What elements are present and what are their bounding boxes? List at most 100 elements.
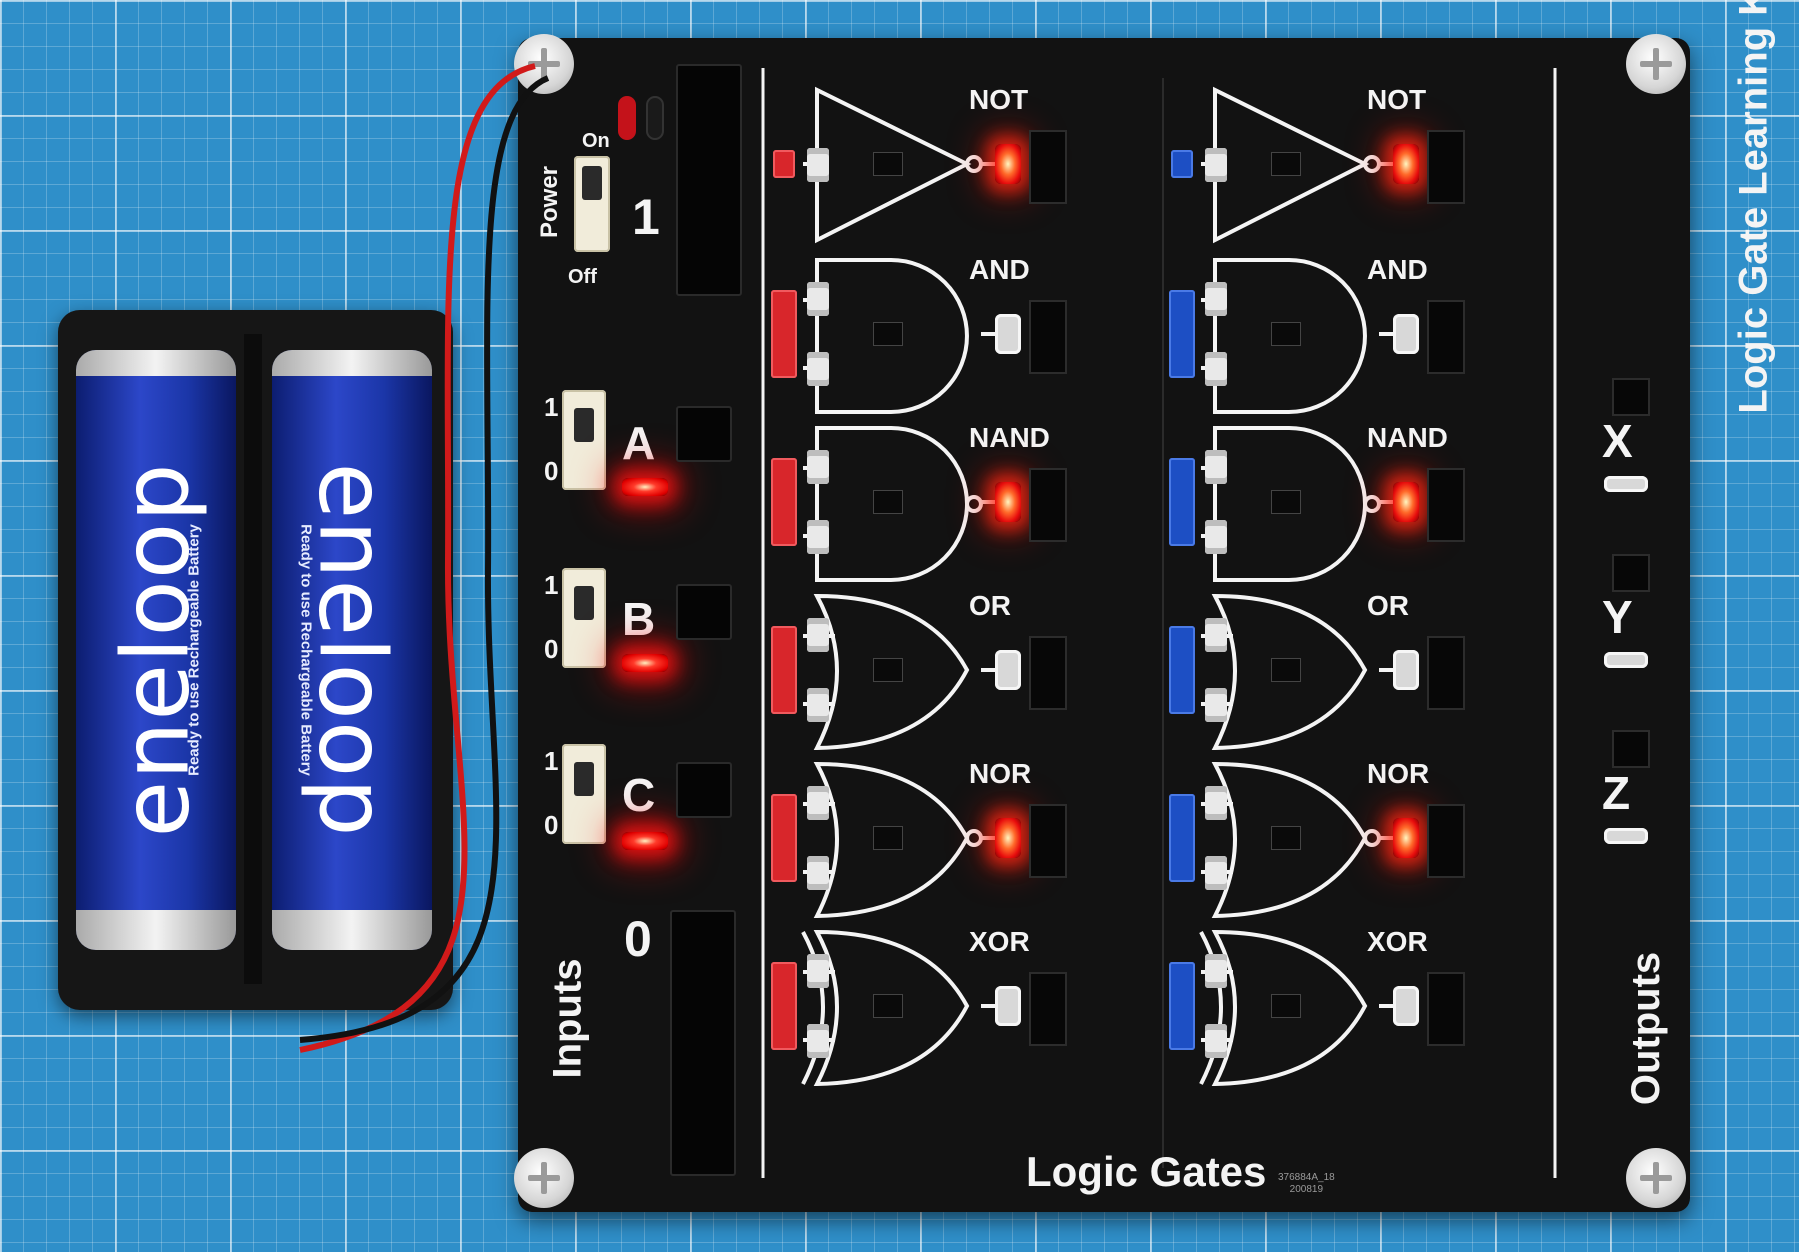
- input-resistor: [807, 520, 829, 554]
- input-jumper[interactable]: [1169, 626, 1195, 714]
- input-jumper[interactable]: [771, 458, 797, 546]
- gate-ic-chip: [873, 994, 903, 1018]
- nor-output-led: [995, 818, 1021, 858]
- nor-gate-symbol: [813, 761, 970, 919]
- and-output-header[interactable]: [1029, 300, 1067, 374]
- output-z-header[interactable]: [1612, 730, 1650, 768]
- nand-output-header[interactable]: [1427, 468, 1465, 542]
- gate-ic-chip: [873, 152, 903, 176]
- input-c-switch[interactable]: [562, 744, 606, 844]
- input-a-switch[interactable]: [562, 390, 606, 490]
- pcb-id-line1: 376884A_18: [1278, 1172, 1335, 1183]
- xor-gate-label: XOR: [1367, 926, 1428, 957]
- nand-output-header[interactable]: [1029, 468, 1067, 542]
- input-c-led: [622, 832, 668, 850]
- input-resistor: [807, 352, 829, 386]
- or-output-header[interactable]: [1029, 636, 1067, 710]
- input-jumper[interactable]: [773, 150, 795, 178]
- gate-ic-chip: [1271, 658, 1301, 682]
- pcb-id-line2: 200819: [1289, 1184, 1324, 1195]
- output-z-label: Z: [1602, 767, 1631, 819]
- not-gate-label: NOT: [969, 84, 1029, 115]
- power-switch[interactable]: [574, 156, 610, 252]
- switch-lever[interactable]: [574, 762, 594, 796]
- input-jumper[interactable]: [771, 626, 797, 714]
- not-output-header[interactable]: [1029, 130, 1067, 204]
- input-b-zero: 0: [544, 634, 559, 664]
- nand-gate-label: NAND: [1367, 422, 1448, 453]
- not-output-led: [995, 144, 1021, 184]
- low-rail-header[interactable]: [670, 910, 736, 1176]
- input-jumper[interactable]: [1169, 962, 1195, 1050]
- input-resistor: [807, 688, 829, 722]
- input-jumper[interactable]: [771, 290, 797, 378]
- xor-output-led: [995, 986, 1021, 1026]
- nor-gate-label: NOR: [1367, 758, 1430, 789]
- or-gate-label: OR: [1367, 590, 1409, 621]
- input-jumper[interactable]: [1169, 290, 1195, 378]
- gate-ic-chip: [873, 826, 903, 850]
- nand-output-led: [1393, 482, 1419, 522]
- input-jumper[interactable]: [1169, 794, 1195, 882]
- gate-ic-chip: [873, 322, 903, 346]
- high-rail-header[interactable]: [676, 64, 742, 296]
- input-resistor: [1205, 786, 1227, 820]
- input-resistor: [807, 786, 829, 820]
- input-resistor: [807, 618, 829, 652]
- gate-ic-chip: [873, 490, 903, 514]
- pcb-id: 376884A_18 200819: [1278, 1172, 1335, 1196]
- input-jumper[interactable]: [1171, 150, 1193, 178]
- power-switch-lever[interactable]: [582, 166, 602, 200]
- xor-extra-arc: [801, 931, 825, 1085]
- battery-terminal: [272, 350, 432, 376]
- input-resistor: [1205, 618, 1227, 652]
- xor-gate-label: XOR: [969, 926, 1030, 957]
- xor-output-header[interactable]: [1029, 972, 1067, 1046]
- input-resistor: [807, 450, 829, 484]
- input-jumper[interactable]: [1169, 458, 1195, 546]
- input-jumper[interactable]: [771, 794, 797, 882]
- battery-left: eneloop Ready to use Rechargeable Batter…: [76, 350, 236, 950]
- input-c-label: C: [622, 769, 656, 821]
- not-gate-label: NOT: [1367, 84, 1427, 115]
- or-gate-label: OR: [969, 590, 1011, 621]
- not-output-header[interactable]: [1427, 130, 1465, 204]
- or-output-header[interactable]: [1427, 636, 1465, 710]
- input-resistor: [1205, 1024, 1227, 1058]
- gate-ic-chip: [1271, 994, 1301, 1018]
- nor-output-header[interactable]: [1427, 804, 1465, 878]
- nor-output-header[interactable]: [1029, 804, 1067, 878]
- input-b-switch[interactable]: [562, 568, 606, 668]
- switch-lever[interactable]: [574, 408, 594, 442]
- output-x-header[interactable]: [1612, 378, 1650, 416]
- and-output-header[interactable]: [1427, 300, 1465, 374]
- high-rail-label: 1: [632, 189, 660, 245]
- not-output-led: [1393, 144, 1419, 184]
- input-jumper[interactable]: [771, 962, 797, 1050]
- input-b-header[interactable]: [676, 584, 732, 640]
- input-a-header[interactable]: [676, 406, 732, 462]
- xor-output-header[interactable]: [1427, 972, 1465, 1046]
- output-y-header[interactable]: [1612, 554, 1650, 592]
- and-gate-symbol: [1213, 258, 1367, 414]
- xor-output-led: [1393, 986, 1419, 1026]
- nand-output-led: [995, 482, 1021, 522]
- low-rail-label: 0: [624, 911, 652, 967]
- and-output-led: [995, 314, 1021, 354]
- and-gate-symbol: [815, 258, 969, 414]
- battery-right: eneloop Ready to use Rechargeable Batter…: [272, 350, 432, 950]
- output-x-label: X: [1602, 415, 1633, 467]
- and-gate-label: AND: [969, 254, 1030, 285]
- screw-bottom-right: [1626, 1148, 1686, 1208]
- and-gate-label: AND: [1367, 254, 1428, 285]
- switch-lever[interactable]: [574, 586, 594, 620]
- battery-terminal: [76, 910, 236, 950]
- input-c-header[interactable]: [676, 762, 732, 818]
- input-resistor: [807, 856, 829, 890]
- gate-ic-chip: [873, 658, 903, 682]
- nor-gate-symbol: [1211, 761, 1368, 919]
- or-gate-symbol: [813, 593, 970, 751]
- screw-bottom-left: [514, 1148, 574, 1208]
- gate-ic-chip: [1271, 322, 1301, 346]
